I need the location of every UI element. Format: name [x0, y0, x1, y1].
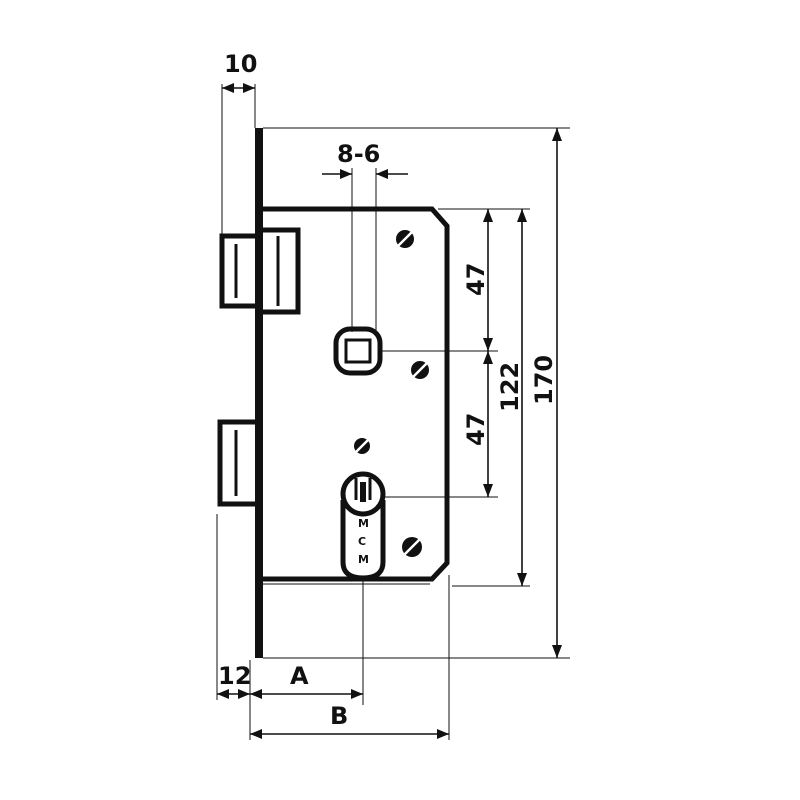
dimension-backset: A — [250, 662, 363, 699]
svg-text:47: 47 — [462, 263, 490, 296]
screw-top-right — [396, 230, 414, 248]
svg-text:122: 122 — [496, 362, 524, 412]
faceplate — [255, 128, 263, 658]
dimension-spindle-square: 8-6 — [322, 140, 408, 179]
cylinder-letter-3: M — [358, 553, 369, 566]
svg-text:10: 10 — [224, 50, 257, 78]
svg-text:47: 47 — [462, 413, 490, 446]
dimension-upper-spacing: 47 — [462, 209, 493, 351]
dimension-case-depth: B — [250, 702, 449, 739]
cylinder-letter-2: C — [358, 535, 366, 548]
latch-bolt — [219, 227, 301, 315]
dimension-faceplate-height: 170 — [530, 128, 562, 658]
screw-center — [354, 438, 370, 454]
spindle-hub — [333, 326, 383, 376]
cylinder-letter-1: M — [358, 517, 369, 530]
svg-text:B: B — [330, 702, 348, 730]
svg-text:170: 170 — [530, 355, 558, 405]
dimension-lower-spacing: 47 — [462, 351, 493, 497]
dead-bolt — [217, 419, 255, 507]
dimension-case-height: 122 — [496, 209, 527, 586]
extension-lines — [216, 84, 570, 740]
svg-text:8-6: 8-6 — [337, 140, 380, 168]
lock-case — [263, 206, 450, 582]
screw-middle-right — [411, 361, 429, 379]
screw-bottom-right — [402, 537, 422, 557]
svg-text:12: 12 — [218, 662, 251, 690]
euro-cylinder: M C M — [340, 471, 386, 581]
svg-text:A: A — [290, 662, 309, 690]
dimension-faceplate-thickness: 10 — [222, 50, 257, 93]
dimension-faceplate-offset: 12 — [217, 662, 251, 699]
